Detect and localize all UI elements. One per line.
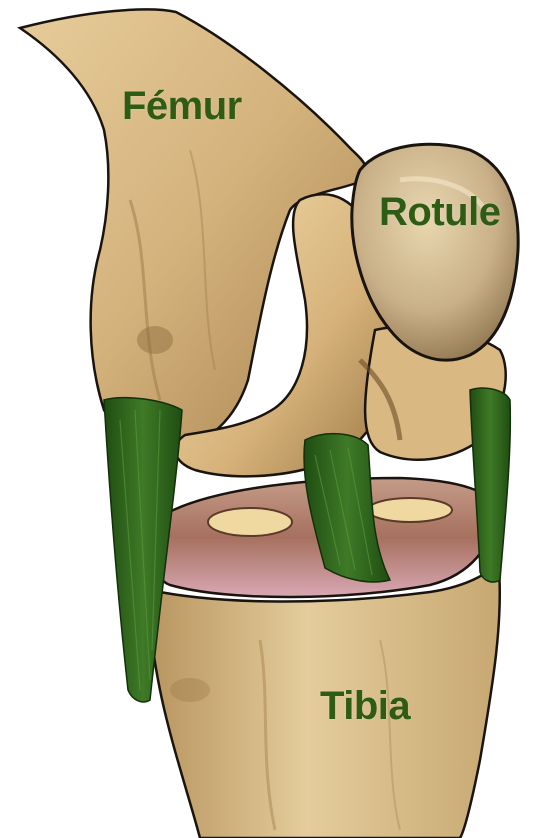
patella-label: Rotule <box>379 190 500 235</box>
tibia-label: Tibia <box>320 684 410 729</box>
femur-label: Fémur <box>122 84 242 129</box>
